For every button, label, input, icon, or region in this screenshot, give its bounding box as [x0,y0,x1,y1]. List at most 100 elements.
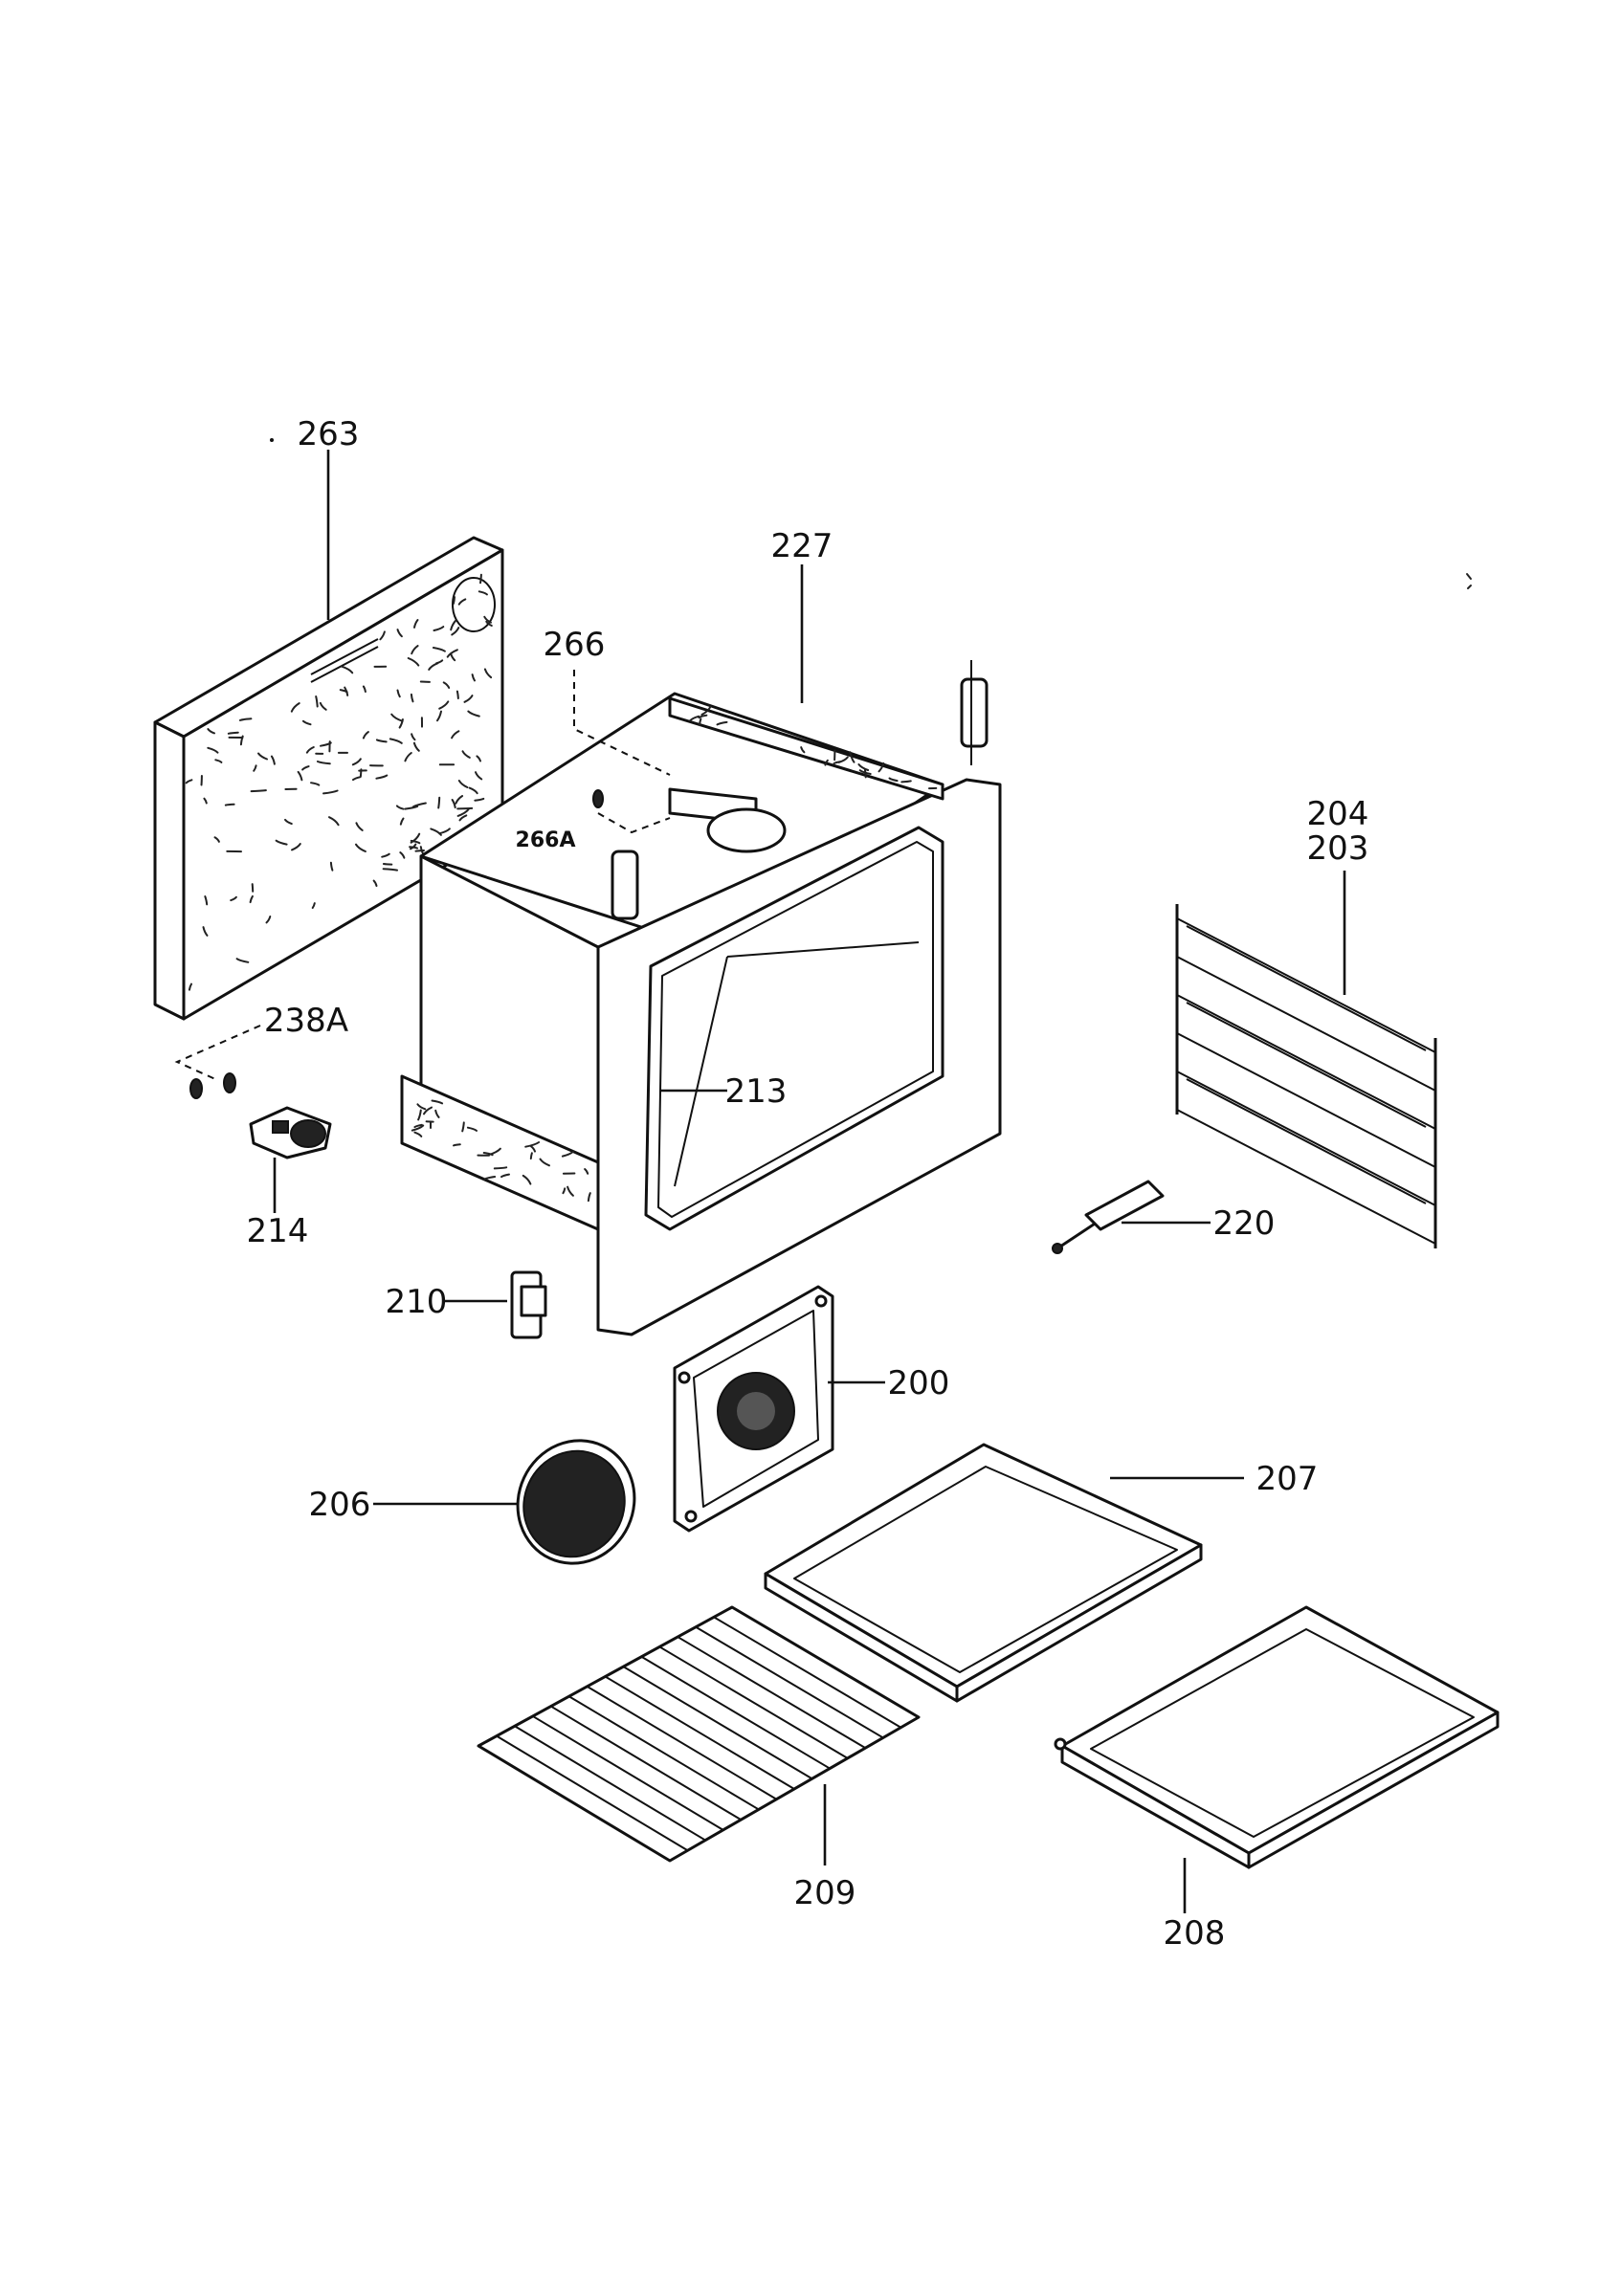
insulation-texture-mark [381,852,390,858]
insulation-texture-mark [455,795,464,805]
insulation-texture-mark [451,730,460,740]
part-210-switch [510,1270,547,1339]
shelf-wire [604,1675,795,1790]
insulation-texture-mark [442,681,451,689]
insulation-texture-mark [238,718,253,721]
part-206-fan-cover [516,1439,636,1565]
insulation-texture-mark [284,818,293,826]
insulation-texture-mark [351,758,362,766]
shelf-wire [550,1705,742,1821]
part-207-tray [764,1443,1203,1703]
insulation-texture-mark [251,883,255,893]
insulation-texture-mark [529,1145,536,1153]
insulation-texture-mark [483,615,492,624]
insulation-texture-mark [452,596,455,605]
insulation-texture-mark [399,817,405,826]
insulation-texture-mark [297,770,303,782]
insulation-texture-mark [433,626,445,631]
callout-209: 209 [794,1874,856,1912]
insulation-texture-mark [414,850,425,852]
callout-227: 227 [771,527,833,565]
insulation-texture-mark [352,776,362,782]
insulation-texture-mark [476,755,481,762]
insulation-texture-mark [456,806,474,810]
insulation-texture-mark [482,1152,494,1157]
insulation-texture-mark [389,738,403,744]
callout-200: 200 [888,1364,950,1402]
shelf-wire [695,1625,884,1739]
insulation-texture-mark [311,902,316,909]
part-200-fan-assembly [673,1285,834,1533]
insulation-texture-mark [466,1126,478,1132]
insulation-texture-mark [291,843,301,851]
insulation-texture-mark [479,573,482,585]
insulation-texture-mark [213,836,220,843]
insulation-texture-mark [204,895,209,906]
insulation-texture-mark [524,1141,541,1148]
insulation-texture-mark [474,797,485,802]
insulation-texture-mark [340,665,354,674]
insulation-texture-mark [290,702,300,713]
insulation-texture-mark [461,1121,465,1133]
insulation-texture-mark [432,647,446,652]
part-220-sensor [1052,1180,1165,1254]
insulation-texture-mark [249,894,254,904]
callout-238A: 238A [264,1002,348,1040]
shelf-wire [622,1666,813,1780]
insulation-texture-mark [450,619,457,631]
insulation-texture-mark [849,751,855,763]
insulation-texture-mark [207,728,215,735]
insulation-texture-mark [257,752,268,761]
insulation-texture-mark [461,750,471,759]
callout-266A: 266A [516,828,576,852]
insulation-texture-mark [407,657,420,667]
part-204-203-shelf-runners [1175,904,1437,1248]
insulation-texture-mark [438,828,451,835]
insulation-texture-mark [700,705,712,716]
callout-204: 204 [1307,795,1369,833]
callout-207: 207 [1256,1460,1319,1498]
insulation-texture-mark [390,713,404,722]
insulation-texture-mark [436,710,442,722]
insulation-texture-mark [689,715,700,722]
insulation-texture-mark [450,652,456,662]
insulation-texture-mark [567,1185,574,1197]
insulation-texture-mark [411,733,416,741]
insulation-texture-mark [265,916,272,924]
shelf-wire [568,1695,760,1811]
callout-266: 266 [544,626,606,664]
insulation-texture-mark [362,685,367,693]
insulation-texture-mark [431,1099,444,1105]
insulation-texture-mark [451,627,460,636]
insulation-texture-mark [396,689,401,698]
part-263-insulation-panel [153,536,504,1021]
insulation-texture-mark [395,805,405,810]
insulation-texture-mark [214,759,223,763]
insulation-texture-mark [483,1176,497,1181]
insulation-texture-mark [362,731,369,740]
insulation-texture-mark [434,1109,440,1118]
insulation-texture-mark [413,1131,423,1137]
insulation-texture-mark [453,1143,461,1147]
callout-203: 203 [1307,829,1369,868]
insulation-texture-mark [522,1174,532,1185]
shelf-wire [514,1725,706,1842]
insulation-texture-mark [493,1166,508,1170]
insulation-texture-mark [355,843,367,852]
insulation-texture-mark [355,822,364,831]
insulation-texture-mark [315,695,319,708]
insulation-texture-mark [562,1187,567,1195]
callout-214: 214 [247,1212,309,1250]
insulation-texture-mark [372,879,378,887]
insulation-texture-mark [319,701,327,711]
insulation-texture-mark [301,719,312,726]
insulation-texture-mark [235,958,250,963]
insulation-texture-mark [203,797,208,805]
insulation-texture-mark [322,789,339,795]
insulation-texture-mark [275,839,288,846]
insulation-texture-mark [207,746,219,754]
insulation-texture-mark [456,808,470,817]
insulation-texture-mark [485,620,493,627]
insulation-texture-mark [561,1150,574,1158]
insulation-texture-mark [413,1123,423,1129]
